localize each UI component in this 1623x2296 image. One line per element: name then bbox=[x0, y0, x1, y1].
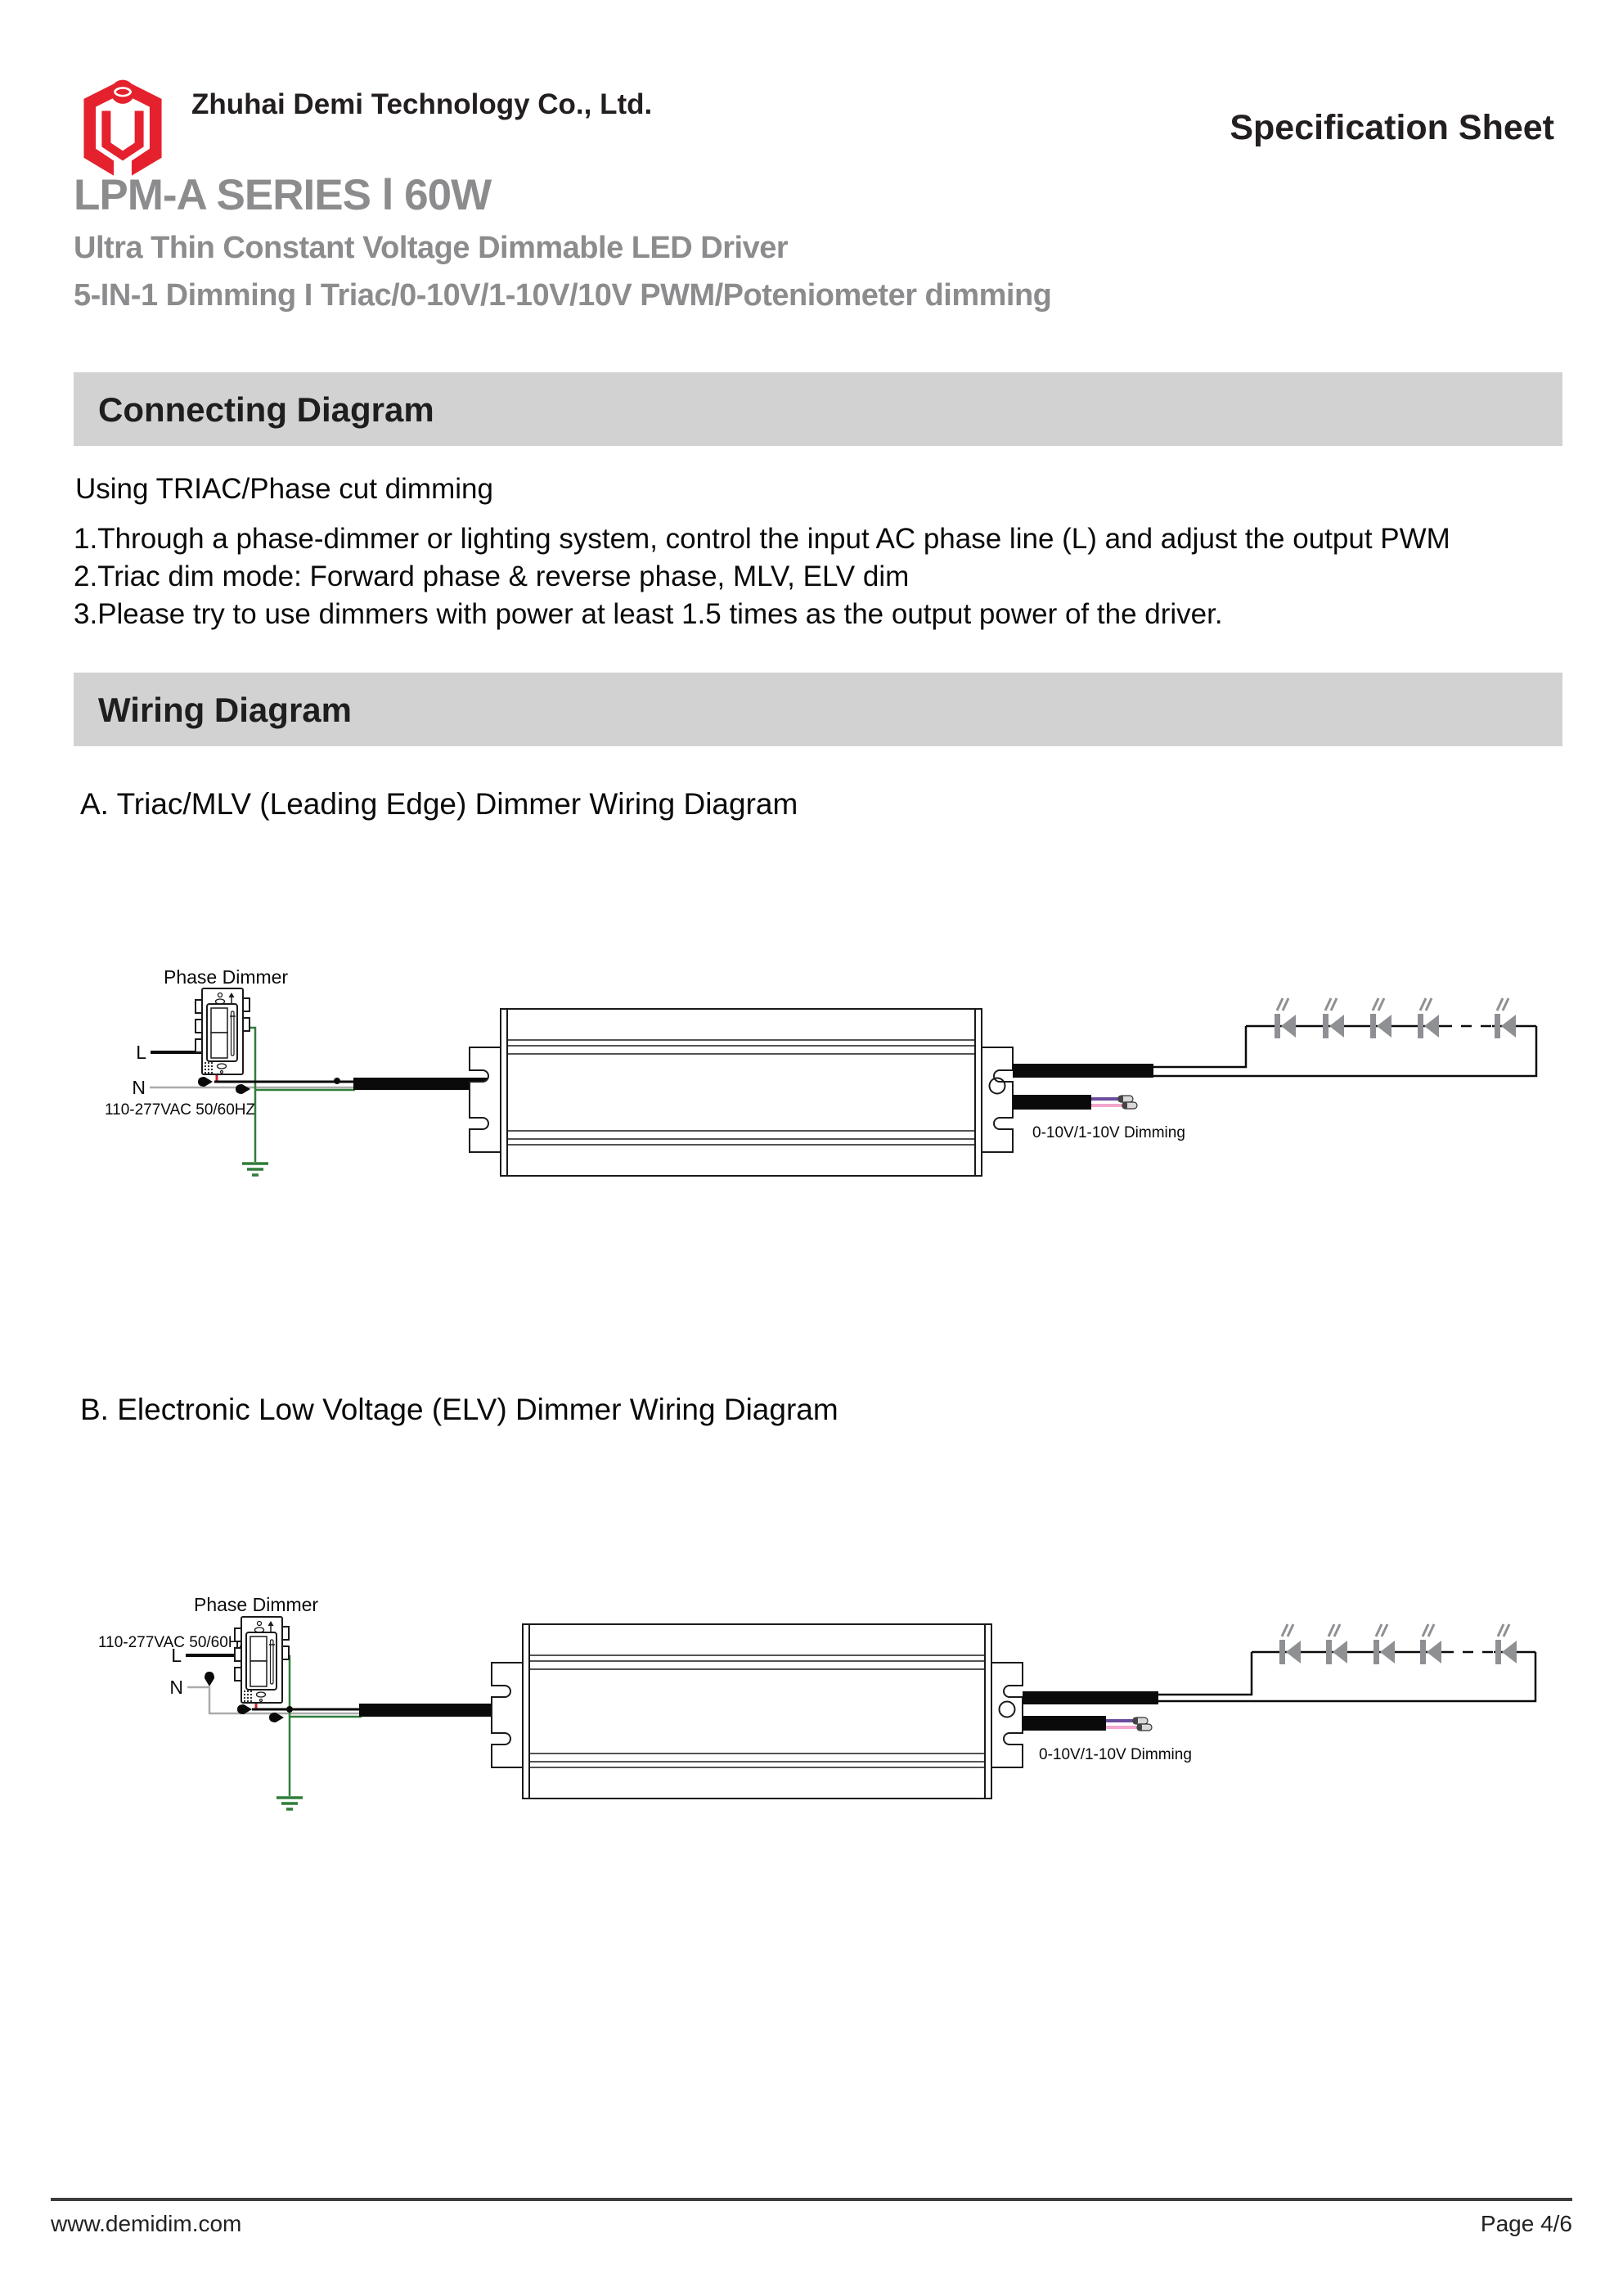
diagram-a-title: A. Triac/MLV (Leading Edge) Dimmer Wirin… bbox=[80, 787, 798, 821]
earth-ground-icon bbox=[242, 1162, 268, 1177]
led-icon bbox=[1495, 1623, 1517, 1664]
dimming-wires-label: 0-10V/1-10V Dimming bbox=[1032, 1124, 1185, 1141]
note-line: 1.Through a phase-dimmer or lighting sys… bbox=[74, 523, 1450, 555]
line-wire-label: L bbox=[136, 1042, 146, 1063]
phase-dimmer-label: Phase Dimmer bbox=[194, 1594, 318, 1615]
input-rating-label: 110-277VAC 50/60HZ bbox=[105, 1101, 256, 1119]
company-logo-icon bbox=[83, 79, 162, 176]
product-series-title: LPM-A SERIES l 60W bbox=[74, 171, 492, 219]
connecting-notes: 1.Through a phase-dimmer or lighting sys… bbox=[74, 520, 1450, 633]
led-icon bbox=[1275, 997, 1296, 1038]
diagram-b-title: B. Electronic Low Voltage (ELV) Dimmer W… bbox=[80, 1393, 838, 1426]
input-rating-label: 110-277VAC 50/60HZ bbox=[98, 1634, 250, 1651]
led-icon bbox=[1323, 997, 1344, 1038]
ground-wire bbox=[282, 1654, 291, 1796]
company-name: Zhuhai Demi Technology Co., Ltd. bbox=[191, 88, 653, 120]
wire-connector-icon bbox=[1117, 1095, 1134, 1103]
footer-divider bbox=[51, 2198, 1572, 2201]
flange-hole bbox=[998, 1700, 1016, 1718]
section-header-connecting: Connecting Diagram bbox=[74, 372, 1562, 446]
led-icon bbox=[1373, 1623, 1395, 1664]
product-subtitle-1: Ultra Thin Constant Voltage Dimmable LED… bbox=[74, 231, 789, 265]
wire-connector-icon bbox=[1132, 1717, 1149, 1725]
terminal-dots bbox=[243, 1690, 253, 1703]
neutral-wire bbox=[187, 1686, 362, 1715]
driver-body bbox=[522, 1623, 992, 1799]
led-icon bbox=[1495, 997, 1516, 1038]
wire-nut-icon bbox=[205, 1672, 214, 1686]
wire-nut-icon bbox=[269, 1713, 284, 1722]
output-cable bbox=[1013, 1064, 1153, 1078]
dimmer-paddle-top bbox=[210, 1007, 228, 1033]
neutral-wire-label: N bbox=[169, 1677, 183, 1698]
output-cable bbox=[1023, 1691, 1158, 1704]
note-line: 3.Please try to use dimmers with power a… bbox=[74, 598, 1223, 630]
product-subtitle-2: 5-IN-1 Dimming I Triac/0-10V/1-10V/10V P… bbox=[74, 278, 1052, 313]
led-string bbox=[1158, 1623, 1537, 1703]
wiring-diagram-a: Phase Dimmer L N 110-277VAC 50/60HZ 0-10… bbox=[105, 966, 1538, 1177]
driver-mount-flange-right bbox=[991, 1662, 1023, 1768]
ground-wire bbox=[243, 1026, 257, 1162]
driver-mount-flange-right bbox=[982, 1047, 1014, 1153]
phase-dimmer-device bbox=[195, 988, 250, 1075]
driver-mount-flange-left bbox=[469, 1047, 501, 1153]
input-cable bbox=[359, 1704, 521, 1717]
led-icon bbox=[1420, 1623, 1441, 1664]
dimmer-paddle-top bbox=[250, 1636, 268, 1662]
wiring-diagram-b: Phase Dimmer 110-277VAC 50/60HZ L N 0-10… bbox=[98, 1594, 1537, 1811]
dimming-wires bbox=[1106, 1717, 1153, 1731]
wire-connector-icon bbox=[1136, 1723, 1153, 1731]
wire-nut-icon bbox=[198, 1077, 213, 1087]
wire-nut-icon bbox=[237, 1704, 252, 1714]
dimming-cable bbox=[1013, 1095, 1091, 1110]
driver-body bbox=[500, 1008, 982, 1177]
input-cable bbox=[353, 1078, 505, 1090]
connecting-intro: Using TRIAC/Phase cut dimming bbox=[75, 473, 493, 505]
dimming-wires-label: 0-10V/1-10V Dimming bbox=[1039, 1746, 1192, 1763]
wire-nut-icon bbox=[236, 1084, 250, 1094]
dimmer-slider bbox=[269, 1639, 274, 1685]
led-string bbox=[1153, 997, 1538, 1078]
led-icon bbox=[1370, 997, 1391, 1038]
footer-page-number: Page 4/6 bbox=[1480, 2211, 1572, 2236]
dimmer-paddle-bottom bbox=[210, 1032, 228, 1059]
wire-connector-icon bbox=[1122, 1101, 1138, 1110]
terminal-dots bbox=[204, 1061, 214, 1074]
led-driver bbox=[469, 1008, 1014, 1177]
led-icon bbox=[1279, 1623, 1301, 1664]
dimming-wires bbox=[1091, 1095, 1138, 1110]
phase-dimmer-label: Phase Dimmer bbox=[164, 966, 288, 988]
dimmer-paddle-bottom bbox=[250, 1660, 268, 1687]
line-wire-label: L bbox=[171, 1645, 182, 1666]
led-driver bbox=[491, 1623, 1023, 1799]
wire-junction-dot bbox=[334, 1078, 340, 1084]
neutral-wire-label: N bbox=[132, 1077, 146, 1098]
dimmer-slider bbox=[230, 1011, 235, 1056]
wire-junction-dot bbox=[286, 1706, 293, 1713]
section-heading-text: Connecting Diagram bbox=[98, 390, 434, 429]
section-header-wiring: Wiring Diagram bbox=[74, 673, 1562, 746]
led-icon bbox=[1326, 1623, 1347, 1664]
doc-type-title: Specification Sheet bbox=[1230, 108, 1554, 147]
led-icon bbox=[1418, 997, 1439, 1038]
phase-dimmer-device bbox=[234, 1616, 290, 1704]
note-line: 2.Triac dim mode: Forward phase & revers… bbox=[74, 560, 910, 592]
driver-mount-flange-left bbox=[491, 1662, 523, 1768]
earth-ground-icon bbox=[276, 1796, 303, 1811]
flange-hole bbox=[988, 1077, 1006, 1095]
footer-website: www.demidim.com bbox=[51, 2211, 242, 2236]
dimming-cable bbox=[1023, 1716, 1106, 1731]
section-heading-text: Wiring Diagram bbox=[98, 691, 352, 729]
